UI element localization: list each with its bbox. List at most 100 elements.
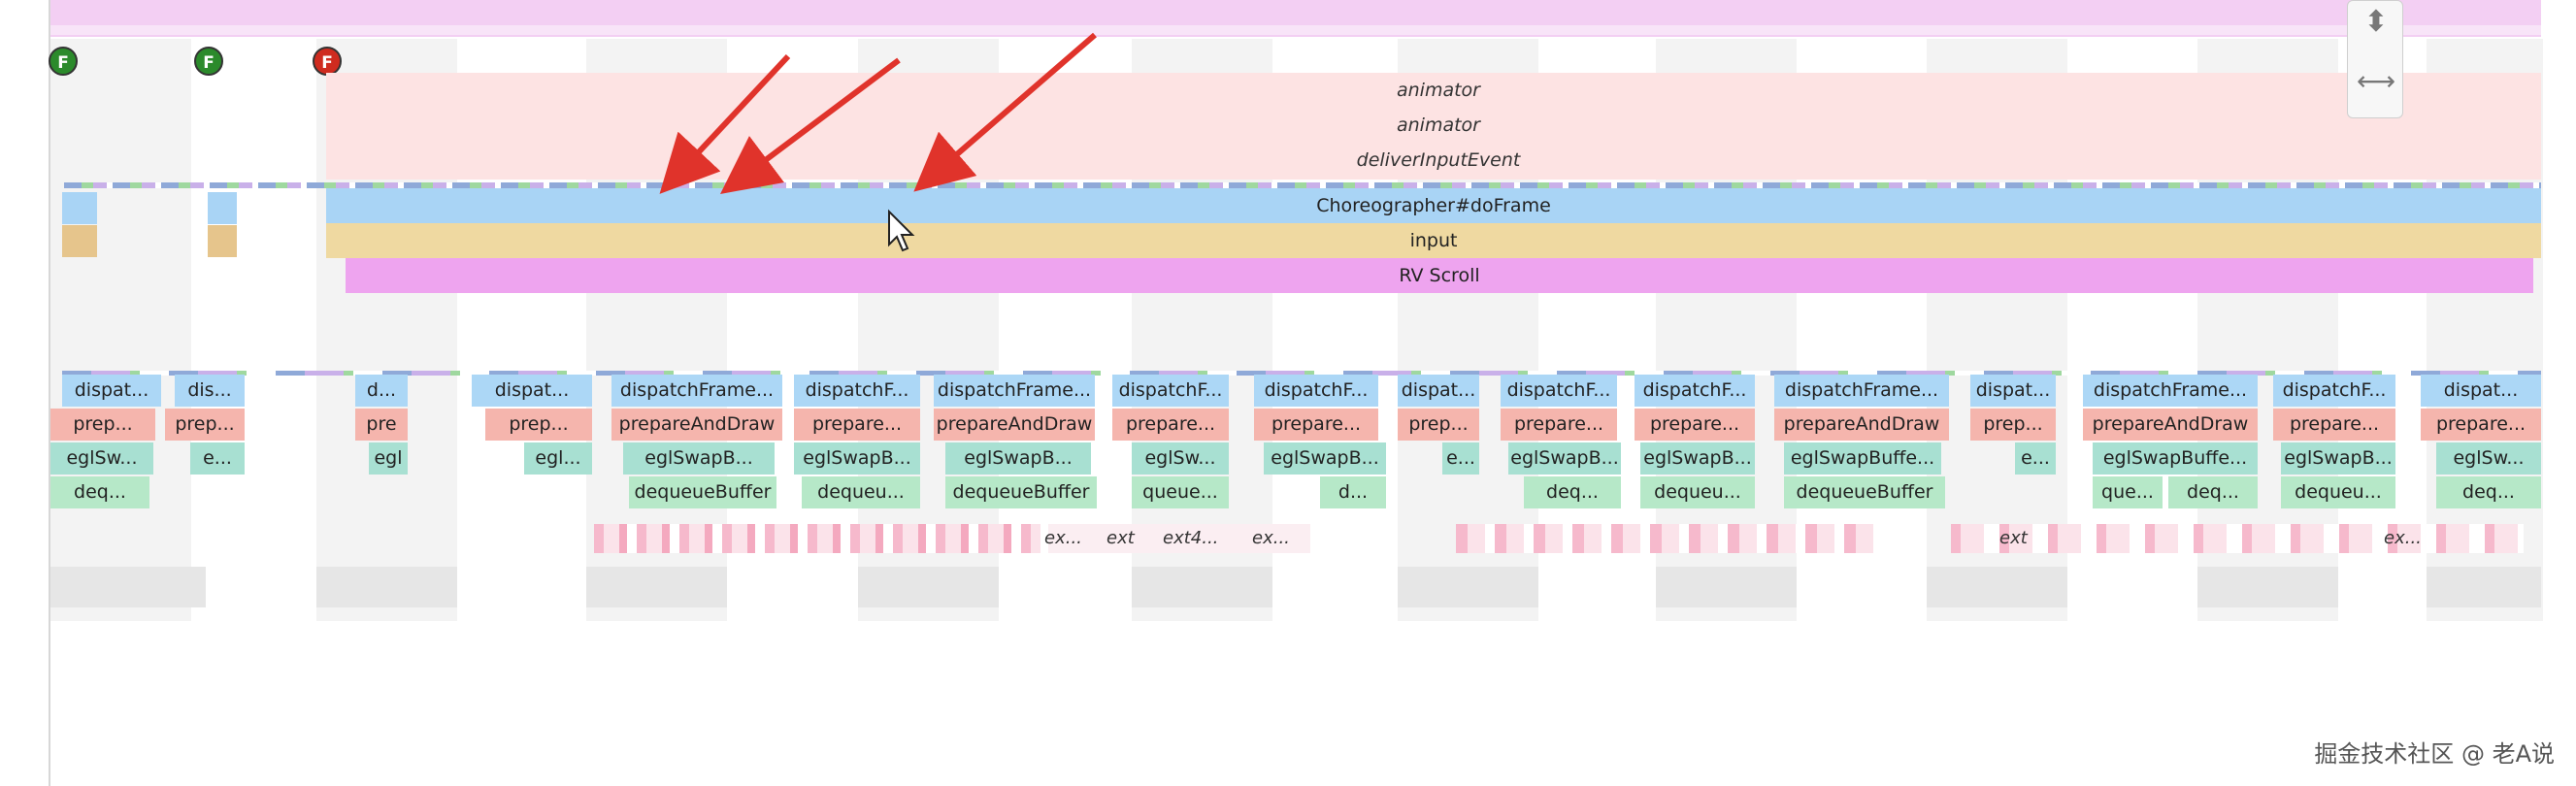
dequeue-buffer-slice[interactable]: dequeu... xyxy=(1640,476,1755,508)
prepare-and-draw-slice[interactable]: prepareAndDraw xyxy=(2083,409,2258,441)
prepare-and-draw-slice[interactable]: prepare... xyxy=(1254,409,1378,441)
egl-swap-buffers-slice[interactable]: e... xyxy=(1442,442,1479,475)
expand-vertical-icon[interactable]: ⬍ xyxy=(2363,5,2389,39)
dequeue-buffer-slice[interactable]: que... xyxy=(2093,476,2163,508)
dispatch-frame-slice[interactable]: dispatchF... xyxy=(1112,375,1229,407)
dequeue-buffer-slice[interactable]: dequeueBuffer xyxy=(1784,476,1945,508)
ext-slice-label[interactable]: ext xyxy=(1999,528,2028,548)
egl-swap-buffers-slice[interactable]: eglSw... xyxy=(1132,442,1229,475)
fit-horizontal-icon[interactable]: ⟷ xyxy=(2356,65,2396,97)
egl-swap-buffers-slice[interactable]: e... xyxy=(2015,442,2056,475)
dispatch-frame-slice[interactable]: dispatchF... xyxy=(1501,375,1617,407)
dispatch-frame-slice[interactable]: dispatchF... xyxy=(1635,375,1755,407)
ext-activity-blocks xyxy=(1951,524,2524,553)
dispatch-frame-slice[interactable]: dispat... xyxy=(62,375,161,407)
prepare-and-draw-slice[interactable]: prep... xyxy=(485,409,592,441)
egl-swap-buffers-slice[interactable]: eglSwapB... xyxy=(945,442,1091,475)
dequeue-buffer-slice[interactable]: deq... xyxy=(2436,476,2541,508)
egl-swap-buffers-slice[interactable]: eglSwapBuffe... xyxy=(1784,442,1941,475)
dispatch-frame-slice[interactable]: dispatchFrame... xyxy=(611,375,782,407)
activity-strip xyxy=(64,182,2541,188)
mouse-cursor-icon xyxy=(888,209,915,252)
dequeue-buffer-slice[interactable]: dequeueBuffer xyxy=(629,476,776,508)
prepare-and-draw-slice[interactable]: prep... xyxy=(50,409,155,441)
prepare-and-draw-slice[interactable]: prepare... xyxy=(1635,409,1755,441)
dispatch-frame-slice[interactable]: dispatchF... xyxy=(1254,375,1378,407)
choreographer-doframe-slice[interactable]: Choreographer#doFrame xyxy=(326,188,2541,223)
prepare-and-draw-slice[interactable]: prep... xyxy=(1970,409,2056,441)
choreographer-slice-small[interactable] xyxy=(208,192,237,224)
prepare-and-draw-slice[interactable]: prepare... xyxy=(2273,409,2395,441)
animator-slice-label[interactable]: animator xyxy=(1396,115,1481,136)
ext-slice-label[interactable]: ext4... xyxy=(1163,528,1219,548)
dequeue-buffer-slice[interactable]: deq... xyxy=(50,476,149,508)
rv-scroll-slice[interactable]: RV Scroll xyxy=(346,258,2533,293)
dequeue-buffer-slice[interactable]: deq... xyxy=(2168,476,2258,508)
dequeue-buffer-slice[interactable]: queue... xyxy=(1132,476,1229,508)
ext-slice-label[interactable]: ext xyxy=(1106,528,1135,548)
vsync-gap-block xyxy=(1132,567,1272,607)
prepare-and-draw-slice[interactable]: prepareAndDraw xyxy=(1774,409,1949,441)
vsync-gap-block xyxy=(858,567,999,607)
vsync-gap-block xyxy=(2427,567,2541,607)
deliver-input-event-label[interactable]: deliverInputEvent xyxy=(1356,149,1521,171)
prepare-and-draw-slice[interactable]: pre xyxy=(355,409,408,441)
egl-swap-buffers-slice[interactable]: eglSwapBuffe... xyxy=(2093,442,2258,475)
top-track-strip-light xyxy=(50,25,2541,35)
dequeue-buffer-slice[interactable]: deq... xyxy=(1524,476,1621,508)
animator-slice-label[interactable]: animator xyxy=(1396,80,1481,101)
watermark: 掘金技术社区 @ 老A说 xyxy=(2314,740,2555,768)
egl-swap-buffers-slice[interactable]: egl xyxy=(369,442,408,475)
dispatch-frame-slice[interactable]: dispat... xyxy=(1970,375,2056,407)
frame-marker-ok[interactable]: F xyxy=(194,47,223,76)
input-slice-small[interactable] xyxy=(62,225,97,257)
dispatch-frame-slice[interactable]: dispatchFrame... xyxy=(2083,375,2258,407)
prepare-and-draw-slice[interactable]: prepare... xyxy=(1112,409,1229,441)
vsync-gap-block xyxy=(50,567,206,607)
choreographer-slice-small[interactable] xyxy=(62,192,97,224)
prepare-and-draw-slice[interactable]: prep... xyxy=(1398,409,1479,441)
ext-activity-blocks xyxy=(1456,524,1883,553)
prepare-and-draw-slice[interactable]: prepareAndDraw xyxy=(934,409,1095,441)
prepare-and-draw-slice[interactable]: prepare... xyxy=(1501,409,1617,441)
prepare-and-draw-slice[interactable]: prepare... xyxy=(794,409,920,441)
vsync-gap-block xyxy=(2197,567,2338,607)
dispatch-frame-slice[interactable]: dispatchFrame... xyxy=(934,375,1095,407)
dispatch-frame-slice[interactable]: dispatchFrame... xyxy=(1774,375,1949,407)
dequeue-buffer-slice[interactable]: dequeueBuffer xyxy=(945,476,1097,508)
egl-swap-buffers-slice[interactable]: egl... xyxy=(524,442,592,475)
egl-swap-buffers-slice[interactable]: eglSwapB... xyxy=(623,442,775,475)
dispatch-frame-slice[interactable]: dispat... xyxy=(472,375,592,407)
egl-swap-buffers-slice[interactable]: eglSwapB... xyxy=(1264,442,1386,475)
egl-swap-buffers-slice[interactable]: eglSw... xyxy=(50,442,153,475)
egl-swap-buffers-slice[interactable]: e... xyxy=(190,442,245,475)
input-slice-small[interactable] xyxy=(208,225,237,257)
egl-swap-buffers-slice[interactable]: eglSwapB... xyxy=(1640,442,1755,475)
prepare-and-draw-slice[interactable]: prepareAndDraw xyxy=(611,409,782,441)
dispatch-frame-slice[interactable]: dispat... xyxy=(2421,375,2541,407)
prepare-and-draw-slice[interactable]: prep... xyxy=(165,409,245,441)
dispatch-frame-slice[interactable]: dispat... xyxy=(1398,375,1479,407)
ext-slice-label[interactable]: ex... xyxy=(2384,528,2422,548)
dispatch-frame-slice[interactable]: d... xyxy=(355,375,408,407)
vsync-gap-block xyxy=(586,567,727,607)
frame-marker-ok[interactable]: F xyxy=(49,47,78,76)
dispatch-frame-slice[interactable]: dis... xyxy=(175,375,245,407)
prepare-and-draw-slice[interactable]: prepare... xyxy=(2421,409,2541,441)
input-slice[interactable]: input xyxy=(326,223,2541,258)
ext-slice-label[interactable]: ex... xyxy=(1252,528,1290,548)
dequeue-buffer-slice[interactable]: d... xyxy=(1320,476,1386,508)
ext-slice-label[interactable]: ex... xyxy=(1044,528,1082,548)
dequeue-buffer-slice[interactable]: dequeu... xyxy=(802,476,920,508)
render-thread-activity-strip xyxy=(62,371,2541,376)
egl-swap-buffers-slice[interactable]: eglSwapB... xyxy=(794,442,920,475)
dispatch-frame-slice[interactable]: dispatchF... xyxy=(2273,375,2395,407)
egl-swap-buffers-slice[interactable]: eglSw... xyxy=(2436,442,2541,475)
egl-swap-buffers-slice[interactable]: eglSwapB... xyxy=(2281,442,2395,475)
vsync-gap-block xyxy=(316,567,457,607)
ext-activity-blocks xyxy=(594,524,1040,553)
dispatch-frame-slice[interactable]: dispatchF... xyxy=(794,375,920,407)
egl-swap-buffers-slice[interactable]: eglSwapB... xyxy=(1508,442,1621,475)
dequeue-buffer-slice[interactable]: dequeu... xyxy=(2281,476,2395,508)
